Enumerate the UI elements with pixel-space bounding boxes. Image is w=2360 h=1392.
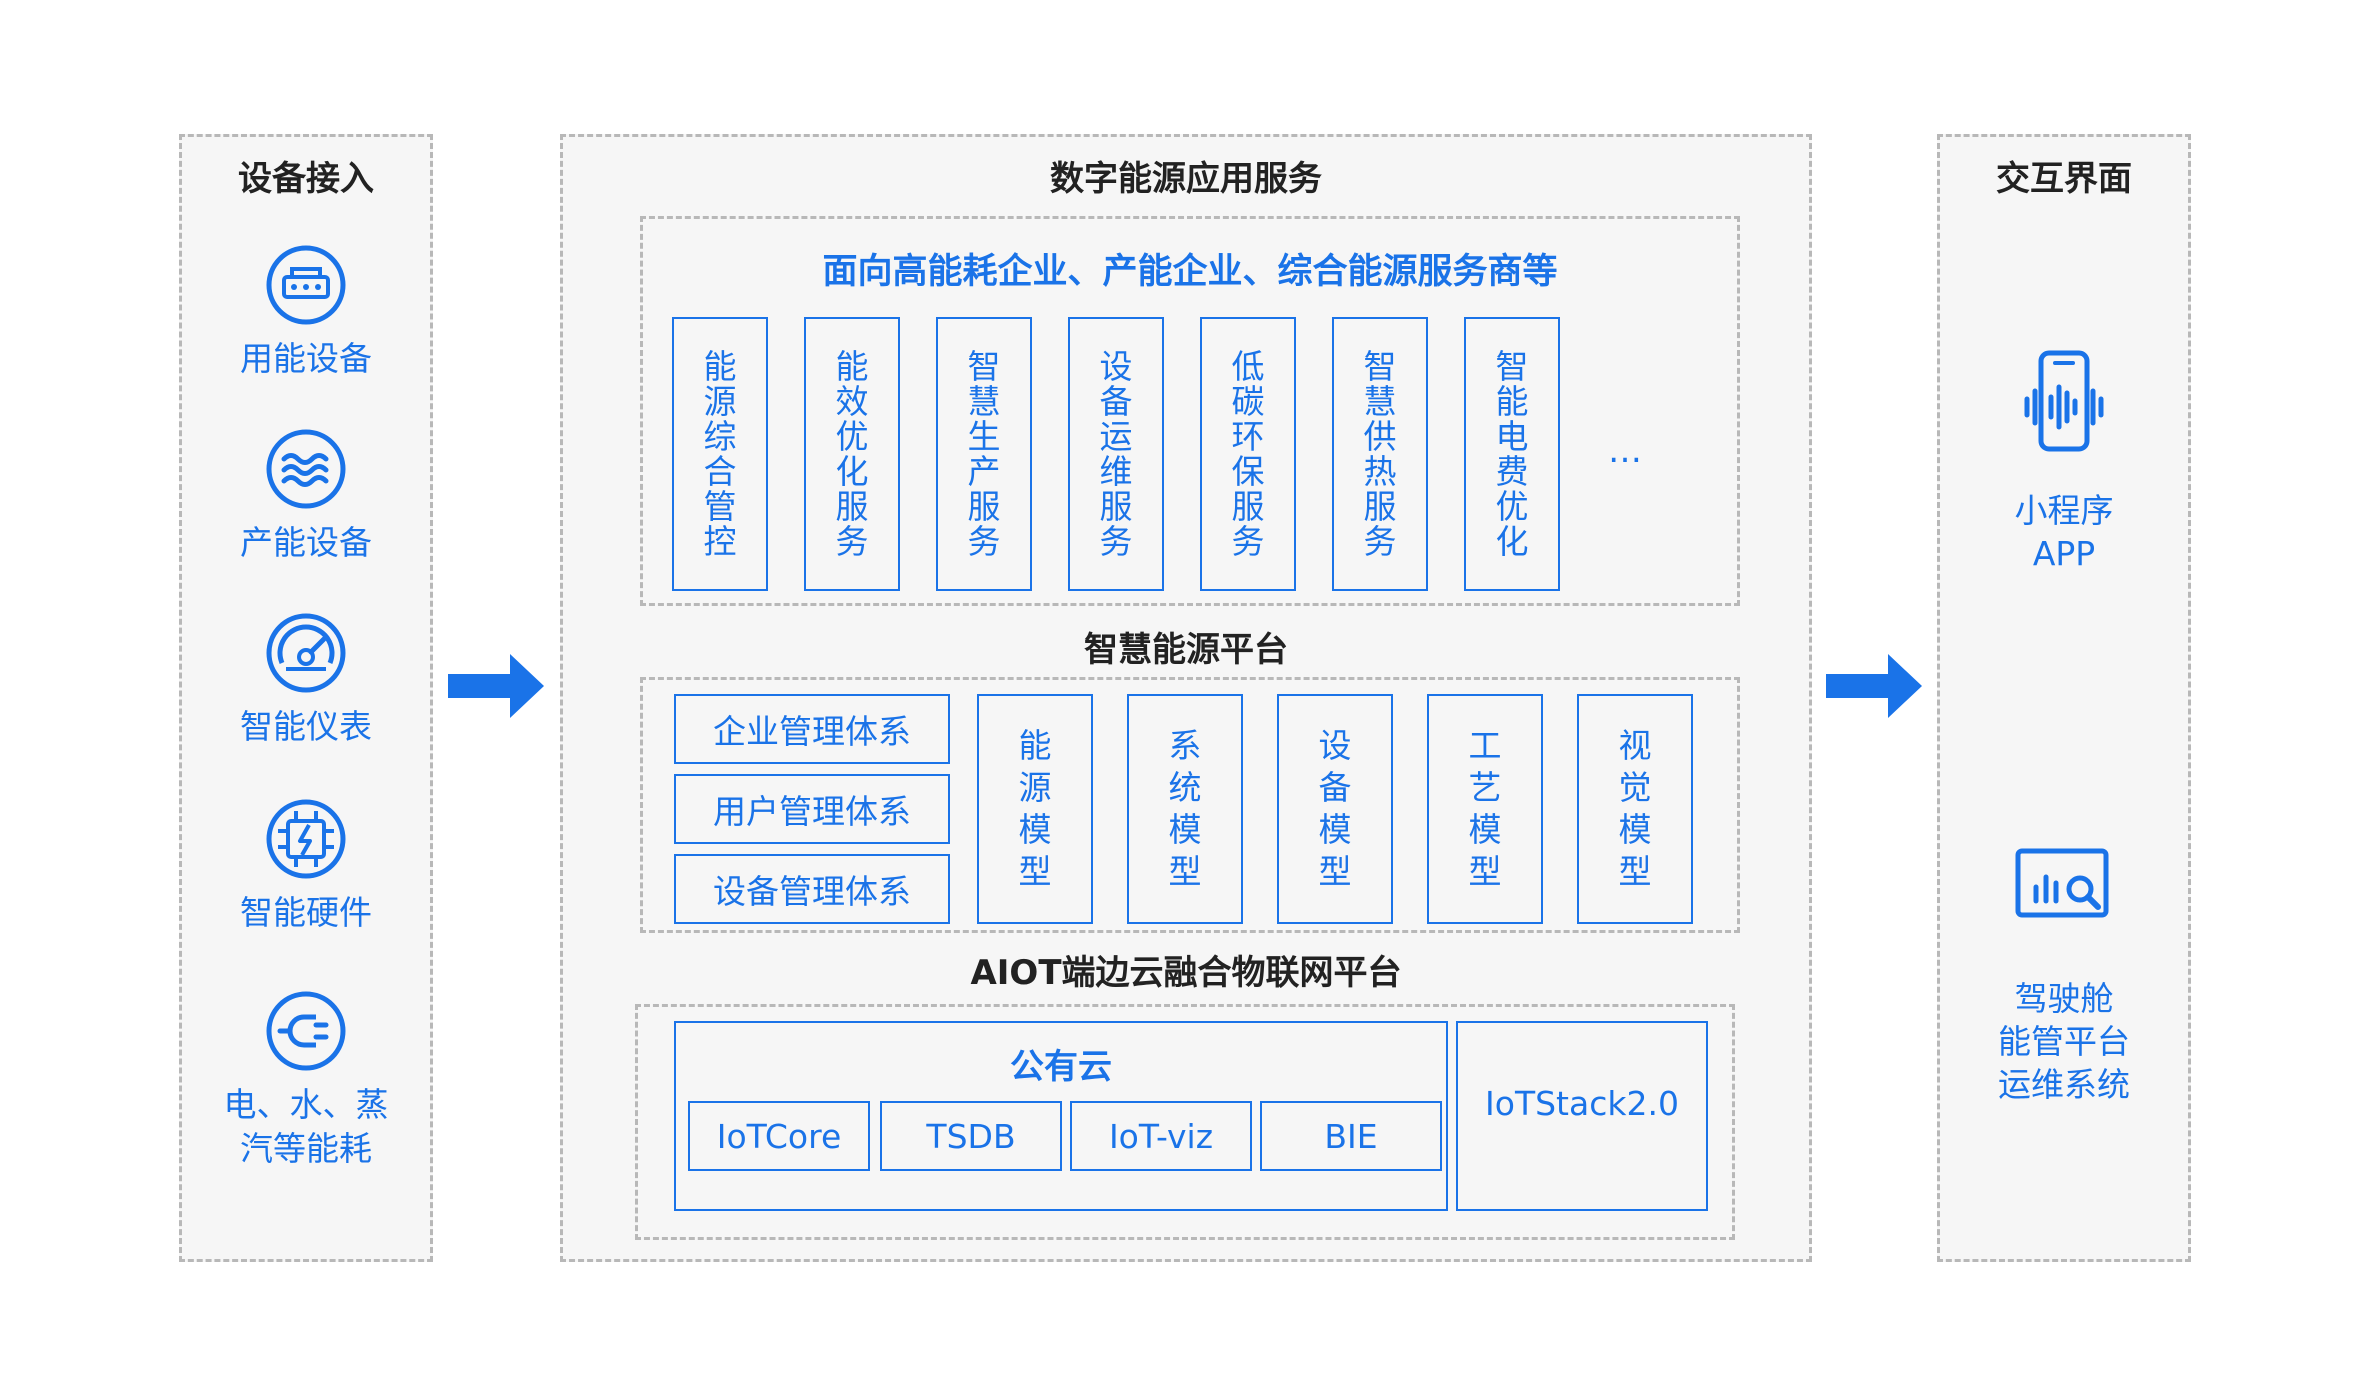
public-cloud-box: 公有云 IoTCore TSDB IoT-viz BIE bbox=[674, 1021, 1448, 1211]
device-item-smart-hardware: 智能硬件 bbox=[182, 797, 430, 935]
arrow-right-icon bbox=[448, 654, 544, 718]
model-label: 视觉模型 bbox=[1618, 726, 1652, 891]
aiot-section: 公有云 IoTCore TSDB IoT-viz BIE IoTStack2.0 bbox=[635, 1004, 1735, 1240]
public-cloud-title: 公有云 bbox=[1010, 1047, 1112, 1087]
service-box-4: 设备运维服务 bbox=[1068, 317, 1164, 591]
system-box-3: 设备管理体系 bbox=[674, 854, 950, 924]
service-label: 能源综合管控 bbox=[703, 347, 737, 561]
device-item-label: 智能仪表 bbox=[240, 707, 372, 746]
gauge-icon bbox=[266, 613, 346, 693]
device-item-energy-equipment: 用能设备 bbox=[182, 243, 430, 381]
plug-icon bbox=[266, 991, 346, 1071]
digital-energy-services-title: 数字能源应用服务 bbox=[1050, 159, 1322, 199]
device-access-title: 设备接入 bbox=[238, 159, 374, 199]
service-label: 能效优化服务 bbox=[835, 347, 869, 561]
system-box-2: 用户管理体系 bbox=[674, 774, 950, 844]
device-item-label: 产能设备 bbox=[240, 523, 372, 562]
device-meter-icon bbox=[266, 245, 346, 325]
service-label: 智慧生产服务 bbox=[967, 347, 1001, 561]
model-box-1: 能源模型 bbox=[977, 694, 1093, 924]
digital-energy-services-panel: 数字能源应用服务 面向高能耗企业、产能企业、综合能源服务商等 能源综合管控 能效… bbox=[560, 134, 1812, 1262]
cloud-item-1: IoTCore bbox=[688, 1101, 870, 1171]
platform-section: 企业管理体系 用户管理体系 设备管理体系 能源模型 系统模型 设备模型 工艺模型… bbox=[640, 677, 1740, 933]
device-access-panel: 设备接入 用能设备 产能设备 智能仪表 bbox=[179, 134, 433, 1262]
iotstack-box: IoTStack2.0 bbox=[1456, 1021, 1708, 1211]
iotstack-label: IoTStack2.0 bbox=[1485, 1083, 1679, 1123]
interaction-title: 交互界面 bbox=[1996, 159, 2132, 199]
model-box-4: 工艺模型 bbox=[1427, 694, 1543, 924]
service-label: 智慧供热服务 bbox=[1363, 347, 1397, 561]
service-box-3: 智慧生产服务 bbox=[936, 317, 1032, 591]
model-label: 工艺模型 bbox=[1468, 726, 1502, 891]
chip-icon bbox=[266, 799, 346, 879]
device-item-label: 用能设备 bbox=[240, 339, 372, 378]
cloud-item-4: BIE bbox=[1260, 1101, 1442, 1171]
model-label: 系统模型 bbox=[1168, 726, 1202, 891]
cloud-item-label: BIE bbox=[1324, 1116, 1378, 1156]
system-box-1: 企业管理体系 bbox=[674, 694, 950, 764]
device-item-label: 智能硬件 bbox=[240, 893, 372, 932]
platform-title: 智慧能源平台 bbox=[1084, 630, 1288, 670]
arrow-right-icon bbox=[1826, 654, 1922, 718]
system-label: 设备管理体系 bbox=[713, 872, 911, 911]
ui-item-label-line1: 驾驶舱 bbox=[2014, 979, 2114, 1018]
model-box-5: 视觉模型 bbox=[1577, 694, 1693, 924]
services-section: 面向高能耗企业、产能企业、综合能源服务商等 能源综合管控 能效优化服务 智慧生产… bbox=[640, 216, 1740, 606]
service-box-2: 能效优化服务 bbox=[804, 317, 900, 591]
interaction-panel: 交互界面 小程序 APP 驾驶舱 能管平台 运维系统 bbox=[1937, 134, 2191, 1262]
device-item-consumption: 电、水、蒸 汽等能耗 bbox=[182, 989, 430, 1171]
services-more: … bbox=[1608, 431, 1642, 471]
service-box-5: 低碳环保服务 bbox=[1200, 317, 1296, 591]
model-label: 设备模型 bbox=[1318, 726, 1352, 891]
cloud-item-label: IoT-viz bbox=[1108, 1116, 1214, 1156]
device-item-production-equipment: 产能设备 bbox=[182, 427, 430, 565]
model-box-3: 设备模型 bbox=[1277, 694, 1393, 924]
services-subtitle: 面向高能耗企业、产能企业、综合能源服务商等 bbox=[822, 252, 1558, 292]
waves-icon bbox=[266, 429, 346, 509]
cloud-item-label: TSDB bbox=[926, 1116, 1016, 1156]
system-label: 企业管理体系 bbox=[713, 712, 911, 751]
model-label: 能源模型 bbox=[1018, 726, 1052, 891]
cloud-item-2: TSDB bbox=[880, 1101, 1062, 1171]
device-item-label-line2: 汽等能耗 bbox=[240, 1129, 372, 1168]
device-item-smart-meter: 智能仪表 bbox=[182, 611, 430, 749]
service-box-7: 智能电费优化 bbox=[1464, 317, 1560, 591]
system-label: 用户管理体系 bbox=[713, 792, 911, 831]
dashboard-search-icon bbox=[2015, 848, 2109, 918]
device-item-label-line1: 电、水、蒸 bbox=[223, 1085, 389, 1124]
service-label: 设备运维服务 bbox=[1099, 347, 1133, 561]
aiot-title: AIOT端边云融合物联网平台 bbox=[970, 953, 1402, 993]
ui-item-label-line2: APP bbox=[2032, 534, 2096, 573]
model-box-2: 系统模型 bbox=[1127, 694, 1243, 924]
ui-item-cockpit: 驾驶舱 能管平台 运维系统 bbox=[1940, 847, 2188, 1106]
service-box-6: 智慧供热服务 bbox=[1332, 317, 1428, 591]
ui-item-label-line1: 小程序 bbox=[2014, 491, 2114, 530]
cloud-item-label: IoTCore bbox=[716, 1116, 842, 1156]
service-box-1: 能源综合管控 bbox=[672, 317, 768, 591]
cloud-item-3: IoT-viz bbox=[1070, 1101, 1252, 1171]
ui-item-mini-program: 小程序 APP bbox=[1940, 347, 2188, 575]
service-label: 低碳环保服务 bbox=[1231, 347, 1265, 561]
mobile-chart-icon bbox=[2024, 350, 2104, 452]
service-label: 智能电费优化 bbox=[1495, 347, 1529, 561]
ui-item-label-line3: 运维系统 bbox=[1998, 1065, 2130, 1104]
ui-item-label-line2: 能管平台 bbox=[1998, 1022, 2130, 1061]
